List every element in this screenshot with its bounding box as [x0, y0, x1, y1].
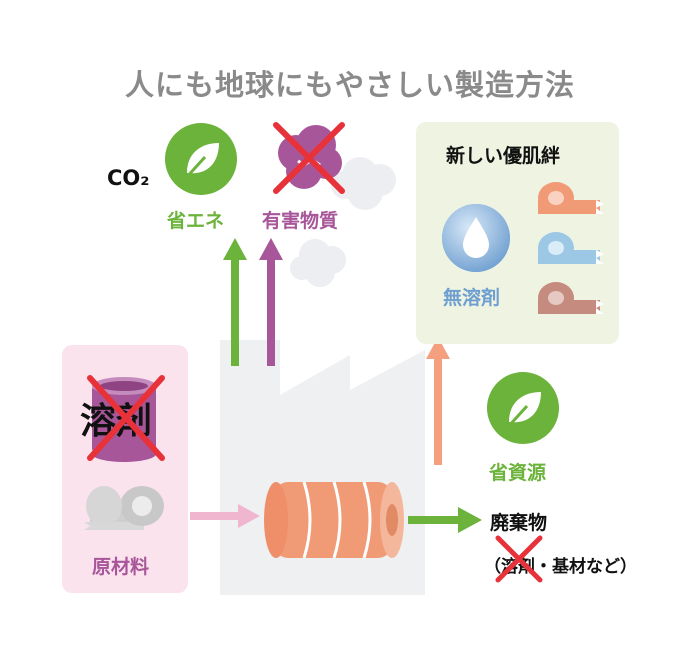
energy-saving-label: 省エネ — [167, 210, 225, 232]
resource-leaf-icon — [487, 372, 559, 444]
product-tape-roll-icon — [264, 481, 404, 559]
energy-arrow — [223, 238, 247, 366]
brown-tape-icon — [538, 282, 604, 314]
harmful-substances-label: 有害物質 — [262, 210, 339, 232]
blue-tape-icon — [538, 232, 604, 264]
harmful-substance-icon — [273, 122, 345, 194]
raw-material-label: 原材料 — [92, 556, 150, 578]
water-drop-icon — [442, 204, 510, 272]
product-arrow — [426, 337, 450, 465]
waste-arrow — [408, 507, 482, 533]
smoke-clouds — [290, 157, 396, 287]
input-arrow — [190, 504, 260, 528]
resource-saving-label: 省資源 — [489, 462, 547, 484]
leaf-icon — [165, 123, 237, 195]
co2-label: CO₂ — [107, 166, 150, 190]
waste-label: 廃棄物 — [490, 512, 548, 534]
waste-cross-icon — [495, 535, 543, 583]
orange-tape-icon — [538, 182, 604, 214]
solvent-free-label: 無溶剤 — [443, 287, 501, 309]
diagram-title: 人にも地球にもやさしい製造方法 — [124, 68, 575, 102]
harmful-arrow — [259, 238, 283, 366]
raw-tape-roll-icon — [84, 486, 164, 530]
solvent-cross-icon — [87, 375, 165, 461]
new-product-title: 新しい優肌絆 — [446, 145, 561, 167]
